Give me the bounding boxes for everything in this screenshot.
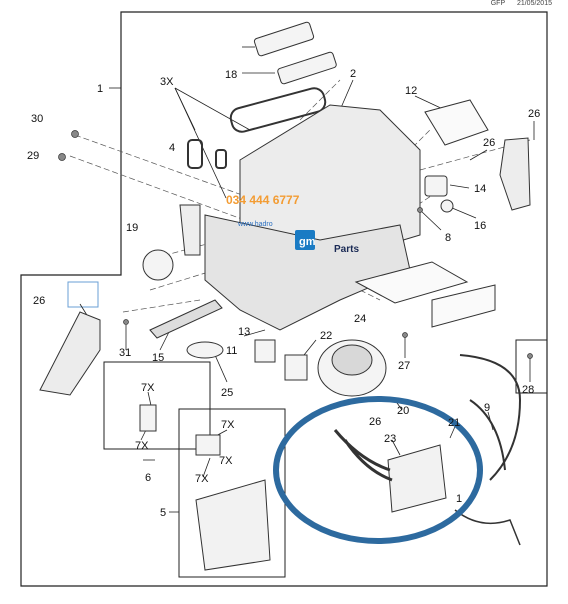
empty-label-box (67, 281, 99, 308)
callout-12: 12 (405, 85, 417, 97)
fasteners (58, 130, 533, 359)
watermark-site: www.hadro (237, 221, 273, 228)
cabin-filter (354, 261, 469, 304)
expansion-valve (139, 404, 157, 432)
callout-8: 8 (445, 232, 451, 244)
box-5 (178, 408, 286, 578)
heater-pipes (333, 429, 393, 482)
callout-7x-e: 7X (195, 473, 209, 485)
bracket-4 (179, 204, 201, 256)
module-22 (284, 354, 308, 381)
screw-27 (402, 332, 408, 338)
callout-6: 6 (145, 472, 151, 484)
access-panel (424, 99, 489, 146)
gm-logo (295, 230, 315, 250)
callout-16: 16 (474, 220, 486, 232)
bracket-left (39, 311, 101, 396)
bracket-right (499, 137, 531, 211)
callout-20: 20 (397, 405, 409, 417)
callout-7x-c: 7X (221, 419, 235, 431)
blower-wheel (331, 344, 373, 376)
hoses (459, 354, 522, 481)
callout-26-center: 26 (369, 416, 381, 428)
screw-28 (527, 353, 533, 359)
callout-11: 11 (226, 345, 237, 357)
callout-26-right: 26 (483, 137, 495, 149)
heater-core (387, 444, 447, 513)
callout-4: 4 (169, 142, 175, 154)
callout-1-wiring: 1 (456, 493, 462, 505)
callout-19: 19 (126, 222, 138, 234)
callout-5: 5 (160, 507, 166, 519)
callout-25: 25 (221, 387, 233, 399)
callout-18: 18 (225, 69, 237, 81)
callout-14: 14 (474, 183, 486, 195)
fastener-30 (71, 130, 79, 138)
wiring-harness (454, 509, 521, 546)
vent-upper (253, 21, 315, 57)
gasket (229, 87, 327, 133)
callout-15: 15 (152, 352, 164, 364)
actuator-14 (424, 175, 448, 197)
gasket-small-a (187, 139, 203, 169)
callout-22: 22 (320, 330, 332, 342)
header-date: 21/05/2015 (516, 0, 552, 7)
callout-29: 29 (27, 150, 39, 162)
outer-frame (20, 11, 548, 587)
callout-30: 30 (31, 113, 43, 125)
bushing-16 (440, 199, 454, 213)
callout-23: 23 (384, 433, 396, 445)
screw-8 (417, 207, 423, 213)
callout-21: 21 (448, 417, 460, 429)
watermark-phone: 034 444 6777 (226, 193, 300, 207)
callout-13: 13 (238, 326, 250, 338)
callout-1: 1 (97, 83, 103, 95)
callout-7x-a: 7X (141, 382, 155, 394)
highlight-circle (273, 396, 483, 544)
gm-logo-text: gm (299, 236, 316, 248)
part-shapes (39, 21, 531, 571)
filter-cover (431, 284, 496, 328)
valve-block (195, 434, 221, 456)
fastener-29 (58, 153, 66, 161)
callout-26-top-right: 26 (528, 108, 540, 120)
callout-7x-b: 7X (135, 440, 149, 452)
callout-27: 27 (398, 360, 410, 372)
actuator-19 (142, 249, 174, 281)
callout-3x: 3X (160, 76, 174, 88)
screw-31 (123, 319, 129, 325)
callout-24: 24 (354, 313, 366, 325)
callout-2: 2 (350, 68, 356, 80)
vent-lower (277, 51, 337, 85)
parts-label: Parts (334, 244, 359, 255)
bracket-28 (515, 339, 547, 394)
callout-9: 9 (484, 402, 490, 414)
diagram-header: GFP 21/05/2015 (481, 0, 552, 7)
callout-31: 31 (119, 347, 131, 359)
resistor-11 (254, 339, 276, 363)
grille-15 (149, 299, 223, 339)
valve-25 (186, 341, 224, 359)
evaporator-core (195, 479, 271, 571)
callout-28: 28 (522, 384, 534, 396)
gasket-small-b (215, 149, 227, 169)
hvac-housing-lower (204, 214, 411, 331)
callout-labels: 1 2 3X 4 5 6 7X 7X 7X 7X 7X 8 9 11 12 13… (27, 68, 540, 519)
box-6 (103, 361, 211, 450)
callout-7x-d: 7X (219, 455, 233, 467)
header-code: GFP (490, 0, 505, 7)
callout-26-left: 26 (33, 295, 45, 307)
